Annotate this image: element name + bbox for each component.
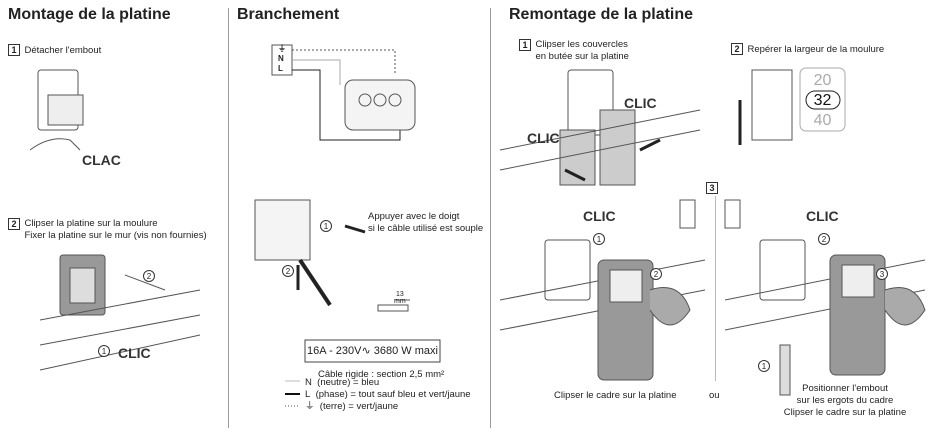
- step-line1: Clipser les couvercles: [535, 39, 628, 50]
- clic-sound: CLIC: [583, 208, 616, 224]
- right-caption: Positionner l'embout sur les ergots du c…: [780, 383, 910, 419]
- legend-text: (phase) = tout sauf bleu et vert/jaune: [315, 389, 471, 400]
- terminal-earth: ⏚: [278, 44, 286, 53]
- marker-1: 1: [98, 345, 110, 357]
- montage-title: Montage de la platine: [8, 6, 171, 23]
- legend-text: (terre) = vert/jaune: [319, 401, 399, 412]
- step-number: 1: [519, 39, 531, 51]
- width-40: 40: [813, 112, 832, 129]
- step-text: Détacher l'embout: [24, 45, 102, 56]
- step-line1: Clipser la platine sur la moulure: [24, 218, 158, 229]
- caption-line1: Positionner l'embout: [802, 383, 888, 394]
- marker-1: 1: [320, 220, 332, 232]
- remontage-step2: 2 Repérer la largeur de la moulure: [731, 39, 884, 57]
- divider-3: [715, 196, 716, 381]
- legend-sym: ⏚: [305, 401, 315, 412]
- marker-3: 3: [876, 268, 888, 280]
- clic-sound: CLIC: [527, 130, 560, 146]
- terminal-n: N: [278, 54, 284, 63]
- branchement-title: Branchement: [237, 6, 340, 23]
- step-line2: en butée sur la platine: [535, 51, 629, 62]
- legend-text: (neutre) = bleu: [317, 377, 380, 388]
- caption-line3: Clipser le cadre sur la platine: [783, 407, 907, 418]
- remontage-step3: 3: [706, 178, 718, 196]
- or-label: ou: [709, 390, 720, 401]
- width-32-selected: 32: [813, 92, 832, 109]
- caption-line2: sur les ergots du cadre: [796, 395, 894, 406]
- strip-unit: mm: [394, 298, 406, 305]
- montage-step1: 1 Détacher l'embout: [8, 40, 101, 58]
- rating-label: 16A - 230V∿ 3680 W maxi: [307, 345, 438, 357]
- step-line2: Fixer la platine sur le mur (vis non fou…: [24, 230, 207, 241]
- left-caption: Clipser le cadre sur la platine: [554, 390, 677, 401]
- step-number: 2: [731, 43, 743, 55]
- step-text: Repérer la largeur de la moulure: [747, 44, 885, 55]
- clic-sound: CLIC: [118, 345, 151, 361]
- width-20: 20: [813, 72, 832, 89]
- marker-2: 2: [143, 270, 155, 282]
- clic-sound: CLIC: [806, 208, 839, 224]
- step-number: 2: [8, 218, 20, 230]
- terminal-l: L: [278, 64, 283, 73]
- marker-2: 2: [818, 233, 830, 245]
- legend-sym: N: [305, 377, 312, 388]
- clic-sound: CLIC: [624, 95, 657, 111]
- instruction-line2: si le câble utilisé est souple: [368, 223, 484, 234]
- cable-legend: N (neutre) = bleu L (phase) = tout sauf …: [305, 377, 471, 413]
- marker-1: 1: [758, 360, 770, 372]
- instruction-line1: Appuyer avec le doigt: [368, 211, 460, 222]
- marker-2: 2: [282, 265, 294, 277]
- remontage-title: Remontage de la platine: [509, 6, 694, 23]
- width-options: 20 32 40: [800, 71, 845, 131]
- step-number: 3: [706, 182, 718, 194]
- step-number: 1: [8, 44, 20, 56]
- strip-value: 13: [395, 291, 404, 298]
- marker-1: 1: [593, 233, 605, 245]
- cable-title: Câble rigide : section 2,5 mm²: [318, 369, 445, 380]
- divider-1: [228, 8, 229, 428]
- divider-2: [490, 8, 491, 428]
- clac-sound: CLAC: [82, 152, 121, 168]
- marker-2: 2: [650, 268, 662, 280]
- legend-sym: L: [305, 389, 311, 400]
